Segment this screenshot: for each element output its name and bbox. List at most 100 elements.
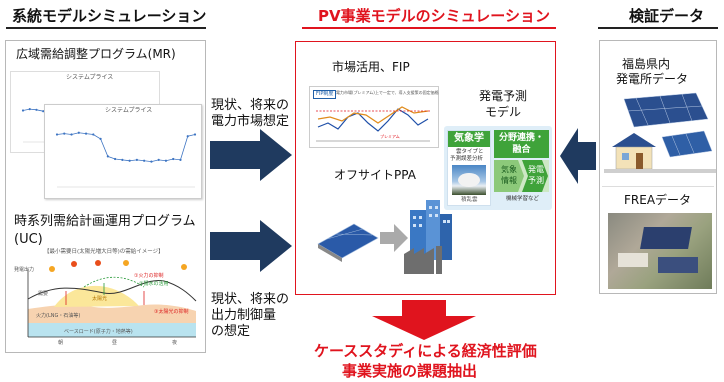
curtail-arrow-label-1: 現状、将来の: [211, 292, 290, 307]
uc-diagram-plot: [27, 260, 197, 338]
system-model-panel: 広域需給調整プログラム(MR) システムプライス システムプライス 時系列需給計…: [5, 40, 206, 353]
price-point: [106, 155, 109, 158]
offsite-ppa-label: オフサイトPPA: [334, 168, 416, 182]
uc-supply-demand-diagram: 【最小需要日(太陽光増大日等)の需給イメージ】 発: [14, 249, 200, 351]
frea-solar-array-2: [658, 257, 698, 273]
verification-data-panel: 福島県内 発電所データ FREAデータ: [599, 40, 717, 294]
gen-forecast-label: 発電 予測: [525, 164, 547, 186]
uc-pumped-label: ②揚水の活用: [139, 281, 169, 287]
uc-chart-title: 【最小需要日(太陽光増大日等)の需給イメージ】: [44, 249, 164, 255]
price-point: [143, 159, 146, 162]
price-point: [135, 158, 138, 161]
price-point: [186, 135, 189, 138]
price-point: [63, 132, 66, 135]
cross-discipline-line1: 分野連携・: [498, 133, 544, 143]
price-point: [164, 159, 168, 162]
left-section-title: 系統モデルシミュレーション: [12, 7, 207, 25]
uc-curtail-label: ①火力の抑制: [134, 273, 164, 279]
price-point: [92, 133, 95, 136]
mr-chart2-plot: [55, 131, 197, 188]
mr-chart2-title: システムプライス: [105, 107, 153, 114]
frea-aerial-photo: [608, 213, 712, 289]
uc-thermal-label: 火力(LNG・石油等): [36, 313, 81, 319]
right-section-title: 検証データ: [629, 7, 705, 25]
offsite-ppa-illustration: [317, 200, 452, 274]
cross-discipline-line2: 融合: [512, 145, 531, 155]
result-text-line2: 事業実施の課題抽出: [342, 362, 478, 380]
left-title-underline: [6, 27, 206, 29]
fukushima-label-line2: 発電所データ: [616, 72, 689, 86]
forecast-flow-chevrons: [494, 160, 548, 192]
market-arrow: [210, 129, 292, 181]
weather-info-line1: 気象: [501, 165, 517, 174]
fip-chart: FIP制度 電力市場(プレミアム)上で一定で、導入支援策の固定価格 プレミアム: [309, 86, 439, 148]
mr-chart1-title: システムプライス: [66, 74, 114, 81]
price-point: [114, 157, 117, 161]
price-point: [193, 133, 197, 136]
mr-price-chart-2: システムプライス: [44, 104, 202, 199]
cloud-shape: [458, 173, 480, 187]
frea-building: [618, 253, 648, 267]
uc-program-title-line2: (UC): [14, 232, 43, 247]
result-arrow: [372, 300, 476, 340]
uc-x-morning: 朝: [58, 340, 64, 346]
pv-business-model-panel: 市場活用、FIP FIP制度 電力市場(プレミアム)上で一定で、導入支援策の固定…: [295, 41, 556, 295]
center-title-underline: [302, 27, 556, 29]
price-point: [99, 137, 102, 140]
right-title-underline: [598, 27, 718, 29]
uc-axis-label: 発電出力: [14, 267, 35, 273]
curtailment-arrow: [210, 220, 292, 272]
uc-solar-label: 太陽光: [92, 296, 108, 302]
uc-x-night: 夜: [172, 340, 178, 346]
curtail-arrow-label-3: の想定: [211, 324, 251, 339]
price-point: [121, 158, 124, 161]
price-point: [84, 132, 88, 135]
price-point: [35, 108, 38, 111]
uc-program-title-line1: 時系列需給計画運用プログラム: [14, 214, 196, 229]
price-point: [55, 133, 59, 136]
cross-discipline-header: 分野連携・ 融合: [494, 130, 549, 158]
weather-info-line2: 情報: [501, 176, 517, 185]
fukushima-label-line1: 福島県内: [622, 57, 671, 71]
price-point: [128, 159, 131, 162]
gen-forecast-line2: 予測: [528, 176, 544, 185]
meteorology-card: 気象学 雲タイプと 予測誤差分析 積乱雲: [447, 130, 491, 206]
market-fip-label: 市場活用、FIP: [332, 60, 410, 74]
uc-demand-label: 需要: [38, 291, 49, 297]
price-series-line: [56, 132, 196, 163]
forecast-model-line1: 発電予測: [479, 89, 528, 103]
uc-baseload-label: ベースロード(原子力・地熱等): [64, 329, 133, 335]
price-point: [179, 158, 182, 161]
result-text-line1: ケーススタディによる経済性評価: [314, 342, 537, 360]
fip-badge: FIP制度: [313, 90, 337, 99]
frea-label: FREAデータ: [624, 193, 692, 207]
price-point: [172, 157, 175, 161]
uc-x-noon: 昼: [112, 340, 118, 346]
price-point: [70, 133, 73, 136]
frea-solar-array: [640, 227, 692, 249]
market-arrow-label-2: 電力市場想定: [211, 114, 290, 129]
gen-forecast-line1: 発電: [528, 165, 544, 174]
price-point: [21, 109, 25, 112]
price-point: [77, 131, 80, 134]
market-arrow-label-1: 現状、将来の: [211, 98, 290, 113]
machine-learning-caption: 機械学習など: [506, 196, 540, 202]
forecast-flow: 気象 情報 発電 予測: [494, 160, 549, 192]
weather-info-label: 気象 情報: [498, 164, 520, 186]
right-panel-divider: [602, 186, 714, 187]
curtail-arrow-label-2: 出力制御量: [211, 308, 277, 323]
fip-description: 電力市場(プレミアム)上で一定で、導入支援策の固定価格: [336, 90, 439, 95]
price-point: [42, 110, 45, 113]
fip-premium-label: プレミアム: [380, 134, 400, 139]
meteorology-sub2: 予測誤差分析: [450, 156, 484, 162]
uc-solar-curtail-label: ③太陽光の抑制: [154, 309, 189, 315]
cumulonimbus-caption: 積乱雲: [461, 197, 478, 203]
verification-data-arrow: [560, 128, 596, 184]
mr-program-title: 広域需給調整プログラム(MR): [16, 47, 176, 61]
forecast-model-box: 気象学 雲タイプと 予測誤差分析 積乱雲 分野連携・ 融合 気象 情報 発電: [444, 126, 552, 210]
meteorology-title: 気象学: [448, 131, 490, 147]
forecast-model-line2: モデル: [485, 105, 522, 119]
price-point: [157, 158, 160, 161]
center-section-title: PV事業モデルのシミュレーション: [318, 7, 551, 25]
meteorology-sub1: 雲タイプと: [456, 149, 484, 155]
